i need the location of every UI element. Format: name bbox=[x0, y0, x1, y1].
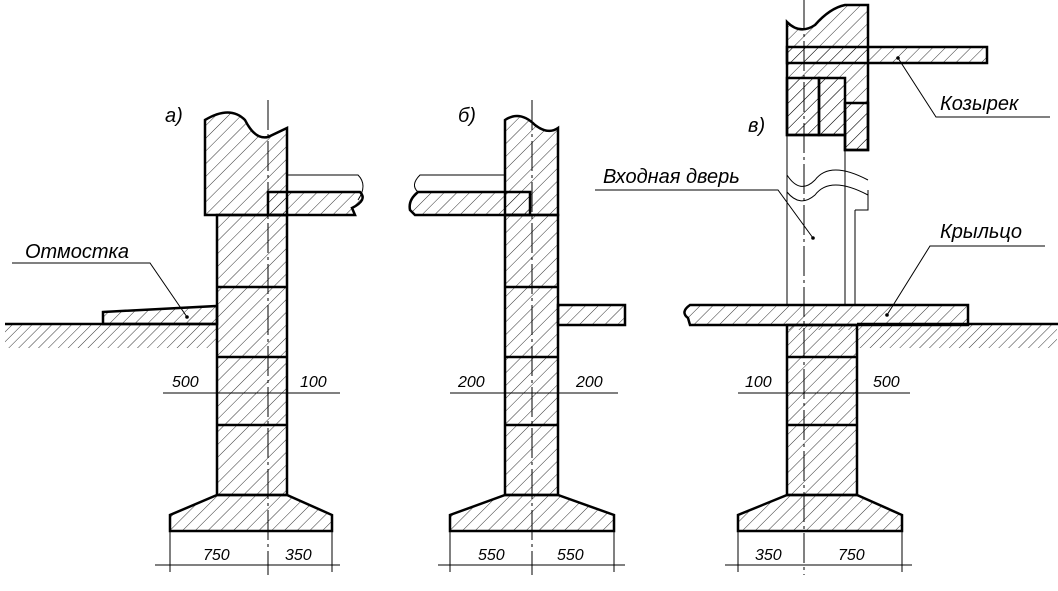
foundation-wall-a bbox=[215, 213, 289, 497]
view-b: б) 200 200 550 550 bbox=[408, 100, 627, 575]
ground bbox=[5, 322, 1058, 348]
blind-area bbox=[101, 304, 219, 326]
floor-slab-b bbox=[556, 303, 627, 327]
dim-c-base-left: 350 bbox=[755, 547, 782, 564]
dim-a-base-left: 750 bbox=[203, 547, 230, 564]
canopy bbox=[785, 45, 989, 65]
dim-c-left: 100 bbox=[745, 374, 772, 391]
view-a-label: а) bbox=[165, 105, 183, 127]
porch-slab bbox=[683, 303, 970, 327]
callout-porch: Крыльцо bbox=[940, 221, 1022, 243]
slab-a bbox=[266, 190, 364, 217]
dim-a-left: 500 bbox=[172, 374, 199, 391]
dim-b-right: 200 bbox=[575, 374, 603, 391]
callout-door: Входная дверь bbox=[603, 166, 740, 188]
slab-b bbox=[408, 190, 532, 217]
footing-a bbox=[168, 493, 334, 533]
dim-b-left: 200 bbox=[457, 374, 485, 391]
view-a: а) Отмостка 500 100 750 350 bbox=[12, 100, 364, 575]
dim-b-base-left: 550 bbox=[478, 547, 505, 564]
callout-canopy: Козырек bbox=[940, 93, 1020, 115]
callout-blind-area: Отмостка bbox=[25, 241, 129, 263]
footing-c bbox=[736, 493, 904, 533]
foundation-wall-c bbox=[785, 323, 859, 497]
wall-a bbox=[203, 111, 289, 217]
view-b-label: б) bbox=[458, 105, 476, 127]
view-c: в) Козырек Входная дверь Крыльцо 100 500… bbox=[595, 0, 1050, 575]
dim-c-base-right: 750 bbox=[838, 547, 865, 564]
lintel-c bbox=[785, 76, 821, 137]
dim-a-right: 100 bbox=[300, 374, 327, 391]
dim-c-right: 500 bbox=[873, 374, 900, 391]
dim-a-base-right: 350 bbox=[285, 547, 312, 564]
view-c-label: в) bbox=[748, 115, 765, 137]
dim-b-base-right: 550 bbox=[557, 547, 584, 564]
